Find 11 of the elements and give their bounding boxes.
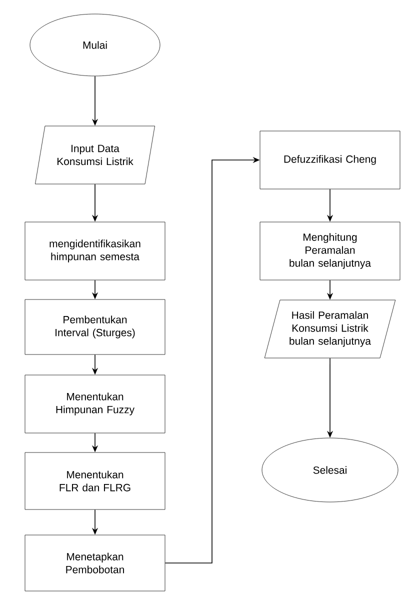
parallelogram-node: Hasil Peramalan Konsumsi Listrik bulan selanjutnya — [264, 300, 396, 358]
parallelogram-node: Input Data Konsumsi Listrik — [35, 126, 155, 184]
process-box: Pembentukan Interval (Sturges) — [24, 299, 166, 355]
process-box: Menentukan Himpunan Fuzzy — [24, 374, 166, 434]
process-box: Menetapkan Pembobotan — [24, 534, 166, 592]
process-box: Menghitung Peramalan bulan selanjutnya — [260, 222, 400, 280]
ellipse-node: Mulai — [30, 14, 160, 76]
ellipse-node: Selesai — [262, 438, 398, 502]
process-box: Defuzzifikasi Cheng — [260, 130, 400, 190]
process-box: mengidentifikasikan himpunan semesta — [24, 222, 166, 280]
process-box: Menentukan FLR dan FLRG — [24, 452, 166, 510]
